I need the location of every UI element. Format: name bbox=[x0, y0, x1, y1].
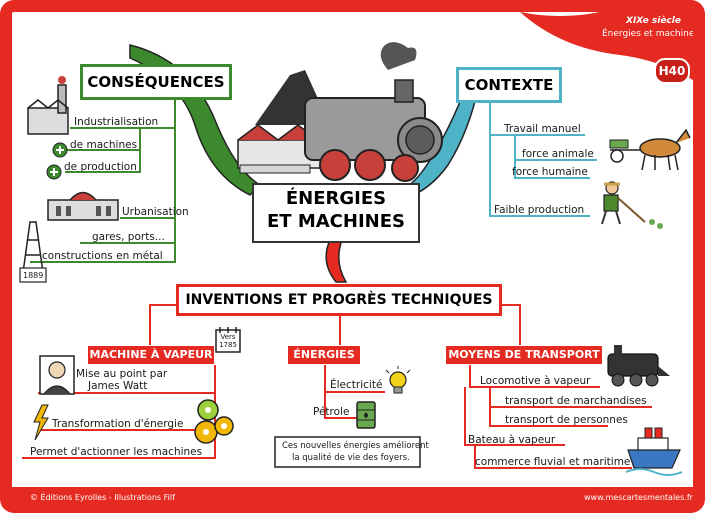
year-1889-label: 1889 bbox=[23, 271, 44, 280]
chapter-badge: H40 bbox=[654, 58, 690, 84]
plus-icon bbox=[52, 142, 68, 158]
central-title-line2: ET MACHINES bbox=[267, 211, 405, 232]
force-animale-label: force animale bbox=[522, 148, 594, 160]
travail-manuel-label: Travail manuel bbox=[504, 123, 581, 135]
machine-vapeur-title: MACHINE À VAPEUR bbox=[88, 346, 214, 364]
consequences-title: CONSÉQUENCES bbox=[80, 64, 232, 100]
small-locomotive-icon bbox=[607, 345, 670, 387]
marchandises-label: transport de marchandises bbox=[505, 395, 647, 407]
horse-plough-icon bbox=[609, 128, 691, 171]
industrialisation-label: Industrialisation bbox=[74, 116, 159, 128]
gears-icon bbox=[194, 399, 234, 444]
inventions-title: INVENTIONS ET PROGRÈS TECHNIQUES bbox=[176, 284, 502, 316]
commerce-label: commerce fluvial et maritime bbox=[475, 456, 631, 468]
farmer-icon bbox=[601, 181, 663, 229]
plus-production-label: de production bbox=[64, 161, 137, 173]
consequences-lines bbox=[30, 95, 176, 263]
century-label: XIXe siècle bbox=[626, 16, 681, 26]
footer-url[interactable]: www.mescartesmentales.fr bbox=[584, 493, 693, 502]
contexte-title: CONTEXTE bbox=[456, 67, 562, 103]
steamboat-icon bbox=[625, 427, 683, 476]
mise-au-point-line1: Mise au point par bbox=[76, 368, 168, 380]
eiffel-tower-icon bbox=[19, 221, 47, 283]
contexte-lines bbox=[489, 100, 597, 217]
factory-icon bbox=[27, 76, 69, 135]
gares-label: gares, ports... bbox=[92, 231, 165, 243]
footer-copyright: © Éditions Eyrolles - Illustrations Filf bbox=[30, 493, 175, 502]
light-bulb-icon bbox=[385, 366, 411, 394]
calendar-date: Vers 1785 bbox=[219, 333, 237, 349]
calendar-icon bbox=[215, 327, 241, 353]
central-title-box: ÉNERGIES ET MACHINES bbox=[252, 183, 420, 243]
topic-label: Énergies et machines bbox=[602, 29, 700, 39]
branch-inventions bbox=[325, 239, 348, 283]
constructions-label: constructions en métal bbox=[42, 250, 163, 262]
personnes-label: transport de personnes bbox=[505, 414, 628, 426]
plus-machines-label: de machines bbox=[70, 139, 138, 151]
note-line2: la qualité de vie des foyers. bbox=[292, 453, 410, 463]
petrole-label: Pétrole bbox=[313, 406, 350, 418]
electricite-label: Électricité bbox=[330, 379, 383, 391]
transformation-energie-label: Transformation d'énergie bbox=[52, 418, 184, 430]
note-box bbox=[274, 436, 421, 468]
bateau-label: Bateau à vapeur bbox=[468, 434, 556, 446]
locomotive-label: Locomotive à vapeur bbox=[480, 375, 591, 387]
note-line1: Ces nouvelles énergies améliorent bbox=[282, 441, 429, 451]
force-humaine-label: force humaine bbox=[512, 166, 588, 178]
station-icon bbox=[47, 191, 119, 221]
central-title-line1: ÉNERGIES bbox=[285, 188, 387, 209]
mise-au-point-line2: James Watt bbox=[88, 380, 148, 392]
james-watt-portrait bbox=[39, 355, 75, 395]
calendar-line1: Vers bbox=[220, 333, 236, 341]
lightning-icon bbox=[33, 404, 49, 441]
permet-actionner-label: Permet d'actionner les machines bbox=[30, 446, 203, 458]
corner-banner bbox=[520, 12, 693, 80]
energies-title: ÉNERGIES bbox=[288, 346, 360, 364]
transport-title: MOYENS DE TRANSPORT bbox=[446, 346, 602, 364]
faible-production-label: Faible production bbox=[494, 204, 585, 216]
oil-barrel-icon bbox=[356, 401, 376, 429]
plus-icon bbox=[46, 164, 62, 180]
urbanisation-label: Urbanisation bbox=[122, 206, 189, 218]
locomotive-illustration bbox=[237, 42, 443, 182]
calendar-line2: 1785 bbox=[219, 341, 237, 349]
